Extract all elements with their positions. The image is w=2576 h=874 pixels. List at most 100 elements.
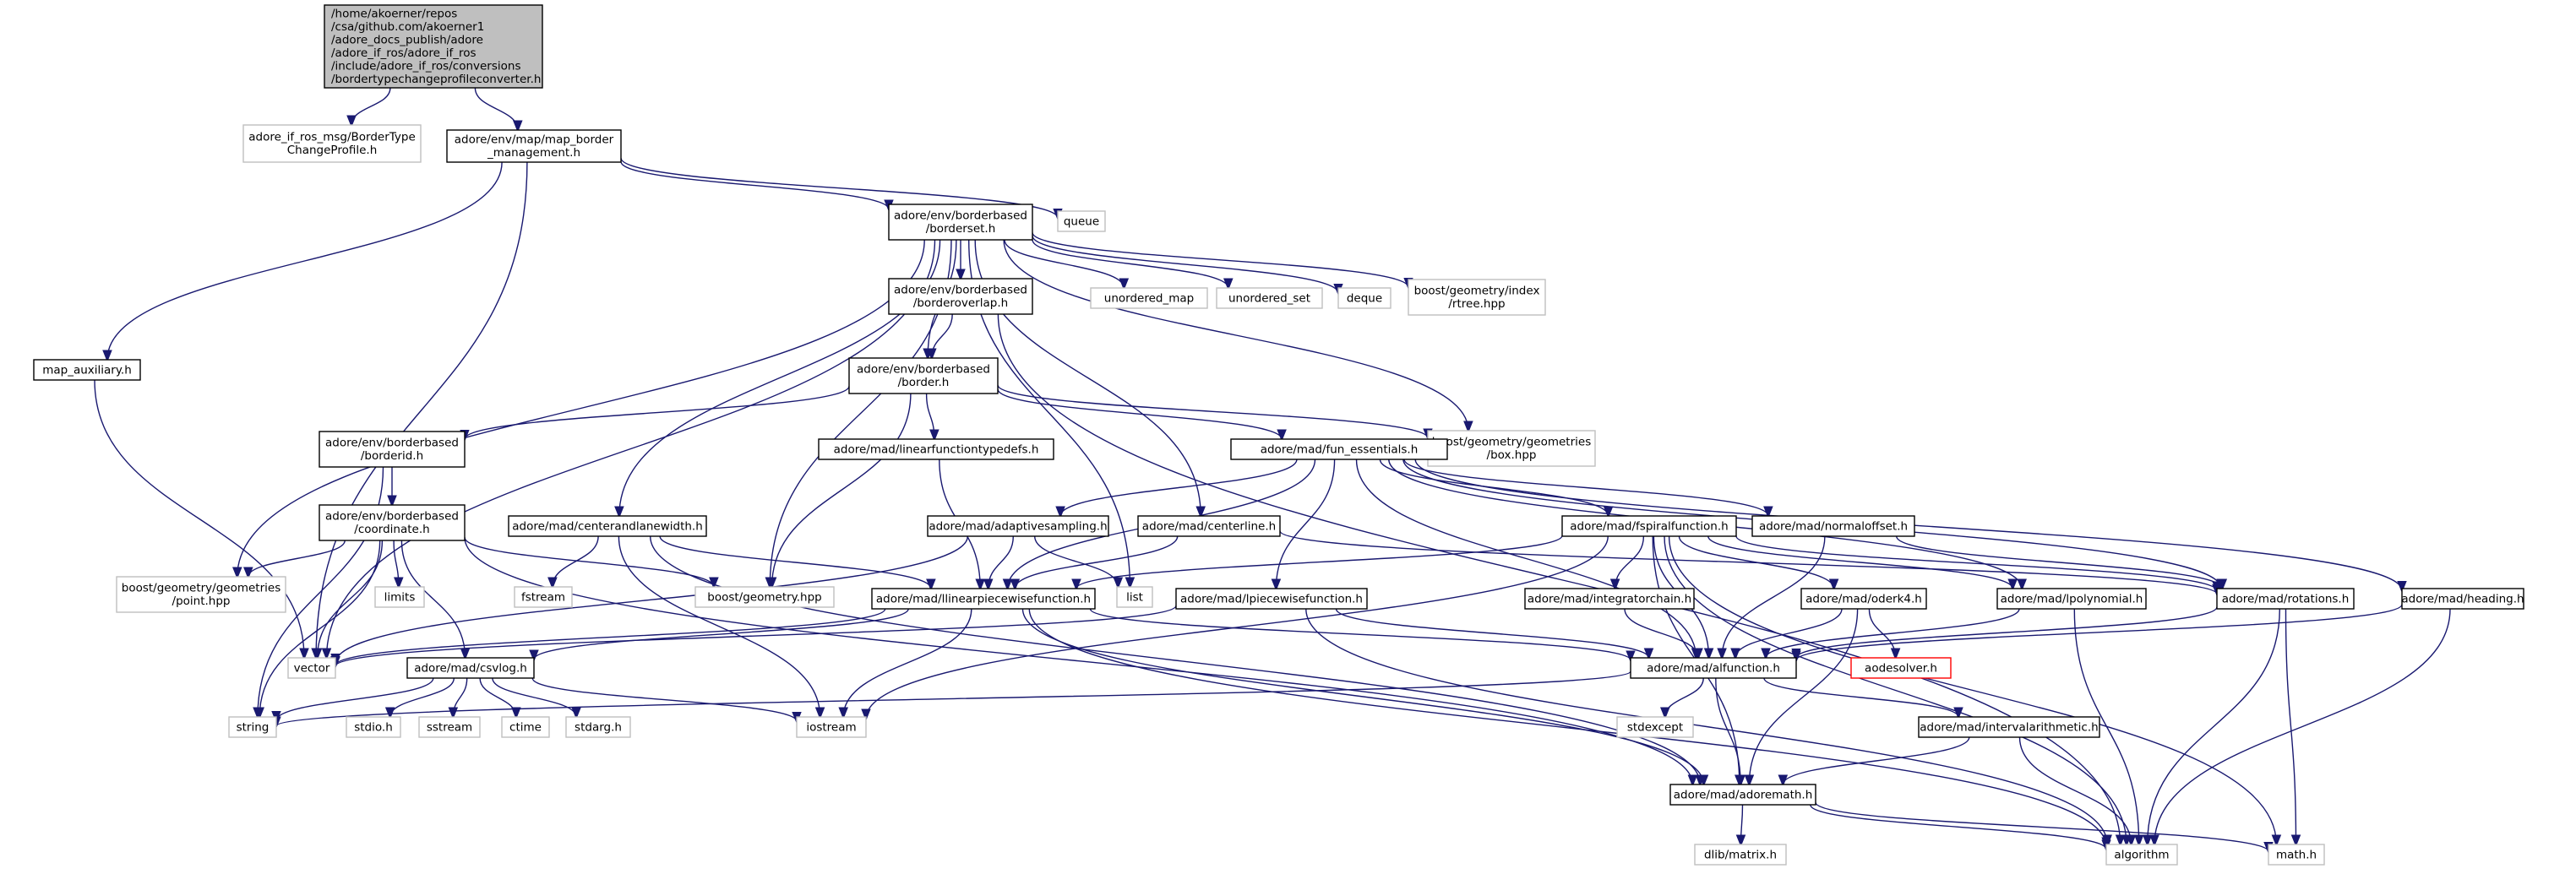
edge-llpw-to-alf: [1089, 608, 1631, 660]
edge-line: [492, 677, 576, 717]
node-rot[interactable]: adore/mad/rotations.h: [2216, 588, 2355, 610]
edge-alf-to-stdexcept: [1665, 677, 1704, 717]
edge-clw-to-iostream: [618, 535, 820, 717]
edge-line: [531, 677, 797, 721]
node-box: [1918, 716, 2100, 738]
edge-line: [316, 161, 528, 658]
node-bset[interactable]: adore/env/borderbased/borderset.h: [888, 204, 1033, 241]
edge-line: [1796, 604, 2403, 660]
node-admath[interactable]: adore/mad/adoremath.h: [1669, 784, 1816, 806]
node-label-line: adore/mad/fun_essentials.h: [1261, 442, 1419, 456]
node-lpoly[interactable]: adore/mad/lpolynomial.h: [1996, 588, 2147, 610]
node-box: [796, 716, 867, 738]
edge-line: [479, 677, 516, 717]
node-alf[interactable]: adore/mad/alfunction.h: [1630, 657, 1797, 679]
edge-line: [1624, 608, 1698, 658]
edge-line: [997, 388, 1282, 439]
edge-line: [1896, 535, 2223, 589]
edge-rot-to-alf: [1796, 606, 2218, 658]
edge-oderk4-to-admath: [1749, 608, 1859, 784]
edge-cline-to-rot: [1279, 530, 2217, 594]
edge-bset-to-umap: [1004, 239, 1124, 288]
node-normoff[interactable]: adore/mad/normaloffset.h: [1751, 515, 1915, 537]
edge-line: [1678, 535, 1833, 589]
edge-llpw-to-vector: [335, 608, 886, 665]
edge-coord-to-pointhpp: [248, 540, 346, 577]
node-mbm[interactable]: adore/env/map/map_border_management.h: [446, 129, 622, 163]
node-label-line: /borderid.h: [361, 449, 423, 463]
edge-line: [1034, 535, 1119, 587]
node-box: [1694, 844, 1787, 866]
edge-line: [1766, 608, 2020, 658]
edge-line: [1032, 235, 1338, 293]
node-string: string: [228, 716, 277, 738]
edge-line: [620, 157, 1058, 218]
edge-line: [1749, 608, 1859, 784]
node-box: [848, 357, 999, 394]
edge-line: [2018, 736, 2132, 844]
node-label-line: adore/mad/linearfunctiontypedefs.h: [834, 442, 1039, 456]
node-box: [2216, 588, 2355, 610]
node-queue: queue: [1057, 210, 1106, 232]
node-llpw[interactable]: adore/mad/llinearpiecewisefunction.h: [871, 588, 1096, 610]
node-integ[interactable]: adore/mad/integratorchain.h: [1524, 588, 1695, 610]
node-coord[interactable]: adore/env/borderbased/coordinate.h: [319, 504, 466, 541]
node-cline[interactable]: adore/mad/centerline.h: [1137, 515, 1281, 537]
node-bovl[interactable]: adore/env/borderbased/borderoverlap.h: [888, 278, 1033, 315]
node-ctime: ctime: [501, 716, 550, 738]
node-label-line: unordered_map: [1104, 291, 1194, 305]
node-csvlog[interactable]: adore/mad/csvlog.h: [406, 657, 535, 679]
node-label-line: boost/geometry/geometries: [1432, 436, 1591, 449]
edge-line: [1735, 608, 1843, 658]
edge-line: [1668, 535, 2277, 844]
edge-coord-to-limits: [393, 540, 399, 587]
node-box: [1057, 210, 1106, 232]
node-pointhpp: boost/geometry/geometries/point.hpp: [116, 576, 286, 613]
node-oderk4[interactable]: adore/mad/oderk4.h: [1800, 588, 1927, 610]
node-intarith[interactable]: adore/mad/intervalarithmetic.h: [1918, 716, 2100, 738]
node-label-line: dlib/matrix.h: [1704, 848, 1777, 861]
node-box: [319, 504, 466, 541]
edge-adsamp-to-list: [1034, 535, 1119, 587]
edge-line: [553, 535, 599, 587]
edge-mbm-to-maux: [107, 161, 503, 360]
node-lftd[interactable]: adore/mad/linearfunctiontypedefs.h: [818, 438, 1054, 460]
edge-line: [932, 313, 953, 358]
node-label-line: adore/mad/centerandlanewidth.h: [512, 519, 703, 533]
node-fess[interactable]: adore/mad/fun_essentials.h: [1230, 438, 1448, 460]
node-clw[interactable]: adore/mad/centerandlanewidth.h: [508, 515, 707, 537]
node-box: [501, 716, 550, 738]
node-adsamp[interactable]: adore/mad/adaptivesampling.h: [927, 515, 1109, 537]
node-heading[interactable]: adore/mad/heading.h: [2401, 588, 2524, 610]
node-label-line: ctime: [509, 720, 542, 734]
edge-csvlog-to-stdarg: [492, 677, 576, 717]
node-box: [1561, 515, 1737, 537]
node-box: [324, 4, 543, 89]
edge-lpw-to-alf: [1335, 608, 1649, 658]
edge-lpw-to-algorithm: [1305, 608, 2107, 844]
node-border[interactable]: adore/env/borderbased/border.h: [848, 357, 999, 394]
edge-border-to-bid: [465, 385, 850, 439]
edge-intarith-to-admath: [1783, 736, 1970, 784]
node-maux[interactable]: map_auxiliary.h: [33, 359, 141, 381]
node-label-line: adore/mad/fspiralfunction.h: [1570, 519, 1728, 533]
edge-line: [474, 87, 517, 130]
edge-lpoly-to-alf: [1766, 608, 2020, 658]
edge-border-to-fess: [997, 388, 1282, 439]
node-root[interactable]: /home/akoerner/repos/csa/github.com/akoe…: [324, 4, 543, 89]
node-label-line: vector: [294, 661, 330, 675]
edge-line: [2073, 608, 2138, 844]
node-fspiral[interactable]: adore/mad/fspiralfunction.h: [1561, 515, 1737, 537]
edge-coord-to-vector: [318, 540, 384, 658]
edge-line: [1735, 535, 2217, 591]
node-label-line: stdio.h: [354, 720, 393, 734]
node-bid[interactable]: adore/env/borderbased/borderid.h: [319, 431, 466, 468]
edge-rot-to-mathh: [2285, 608, 2296, 844]
edge-border-to-boxhpp: [997, 384, 1428, 438]
node-box: [1408, 279, 1546, 316]
node-lpw[interactable]: adore/mad/lpiecewisefunction.h: [1175, 588, 1368, 610]
edge-line: [925, 393, 934, 439]
edge-line: [1783, 736, 1970, 784]
node-label-line: adore_if_ros_msg/BorderType: [248, 131, 416, 144]
edge-line: [1741, 804, 1743, 844]
